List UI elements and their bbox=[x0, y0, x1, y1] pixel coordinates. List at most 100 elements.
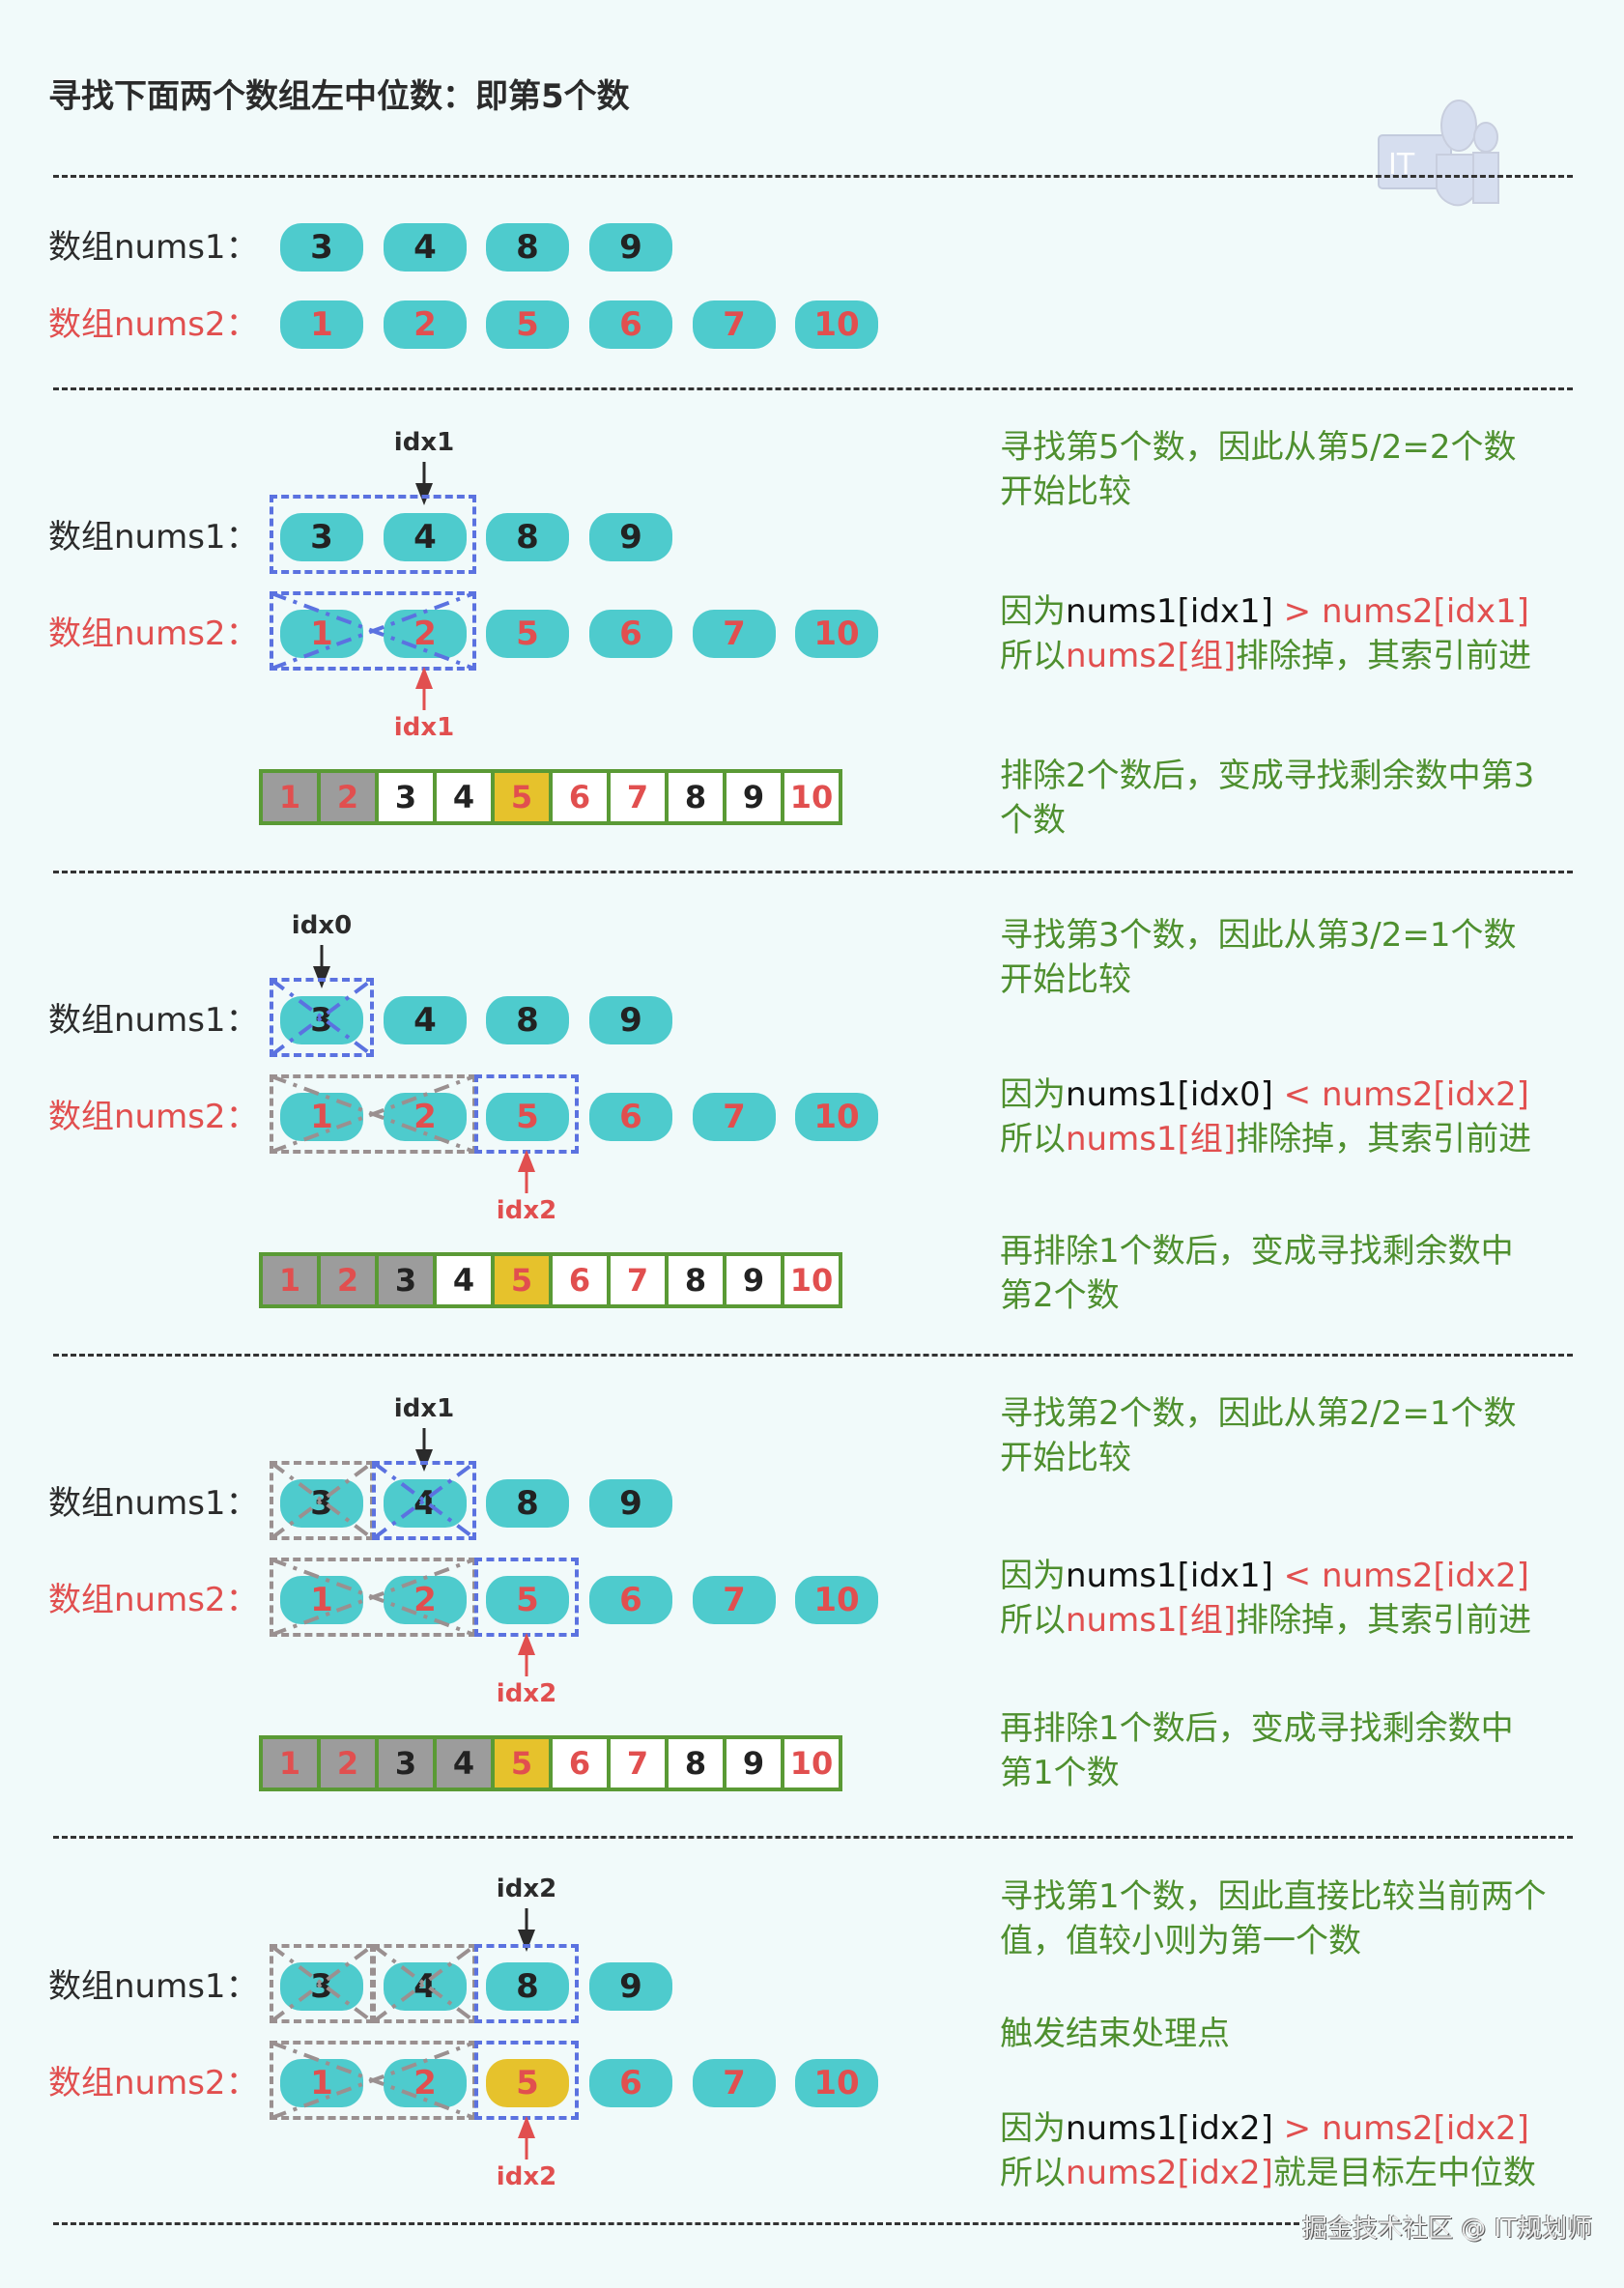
nums1-element: 9 bbox=[589, 996, 672, 1044]
nums2-label: 数组nums2： bbox=[48, 305, 259, 344]
merged-cell: 2 bbox=[321, 1256, 375, 1304]
merged-strip: 1 2 3 4 5 6 7 8 9 10 bbox=[259, 1252, 842, 1308]
nums1-element: 4 bbox=[384, 223, 467, 272]
merged-cell: 1 bbox=[263, 1739, 317, 1788]
merged-cell: 2 bbox=[321, 1739, 375, 1788]
merged-cell: 8 bbox=[669, 1256, 723, 1304]
step-note-compare: 因为nums1[idx2] > nums2[idx2] 所以nums2[idx2… bbox=[1000, 2109, 1536, 2192]
merged-cell: 3 bbox=[379, 1739, 433, 1788]
nums2-label: 数组nums2： bbox=[48, 1098, 259, 1136]
pointer-label: idx2 bbox=[496, 2162, 557, 2191]
nums2-element: 7 bbox=[693, 2059, 776, 2107]
nums1-element: 3 bbox=[280, 513, 363, 561]
merged-cell: 3 bbox=[379, 1256, 433, 1304]
pointer-label: idx1 bbox=[393, 428, 455, 457]
down-arrow-icon bbox=[313, 945, 330, 988]
merged-cell: 1 bbox=[263, 1256, 317, 1304]
cross-out-icon bbox=[270, 1944, 374, 2023]
section-divider bbox=[53, 1836, 1573, 1839]
merged-cell: 9 bbox=[727, 773, 781, 821]
step-note-find: 寻找第5个数，因此从第5/2=2个数开始比较 bbox=[1000, 428, 1517, 511]
cross-out-icon bbox=[271, 591, 475, 671]
nums2-element: 6 bbox=[589, 2059, 672, 2107]
nums1-element: 3 bbox=[280, 223, 363, 272]
merged-cell: 7 bbox=[611, 1256, 665, 1304]
nums2-element: 10 bbox=[795, 610, 878, 658]
nums2-element: 7 bbox=[693, 610, 776, 658]
nums2-element: 6 bbox=[589, 610, 672, 658]
nums2-element: 2 bbox=[384, 300, 467, 349]
down-arrow-icon bbox=[415, 462, 433, 505]
step-note-trigger: 触发结束处理点 bbox=[1000, 2015, 1230, 2053]
compare-box bbox=[270, 495, 476, 574]
section-divider bbox=[53, 2222, 1299, 2225]
compare-box bbox=[474, 1558, 579, 1637]
nums2-element: 10 bbox=[795, 2059, 878, 2107]
section-divider bbox=[53, 175, 1573, 178]
nums2-element: 1 bbox=[280, 2059, 363, 2107]
step-note-compare: 因为nums1[idx1] < nums2[idx2] 所以nums1[组]排除… bbox=[1000, 1557, 1532, 1640]
cross-out-icon bbox=[372, 1944, 476, 2023]
pointer-label: idx2 bbox=[496, 1679, 557, 1708]
cross-out-icon bbox=[270, 1461, 374, 1540]
merged-cell: 9 bbox=[727, 1739, 781, 1788]
step-note-find: 寻找第1个数，因此直接比较当前两个值，值较小则为第一个数 bbox=[1000, 1877, 1547, 1960]
nums1-element: 8 bbox=[486, 513, 569, 561]
nums1-element: 8 bbox=[486, 223, 569, 272]
nums1-element: 4 bbox=[384, 996, 467, 1044]
nums2-element: 7 bbox=[693, 300, 776, 349]
nums2-element: 5 bbox=[486, 1093, 569, 1141]
merged-cell: 10 bbox=[784, 1739, 839, 1788]
pointer-label: idx2 bbox=[496, 1196, 557, 1225]
section-divider bbox=[53, 871, 1573, 873]
nums1-element: 3 bbox=[280, 1962, 363, 2011]
nums2-element: 5 bbox=[486, 610, 569, 658]
merged-cell: 4 bbox=[437, 1256, 491, 1304]
nums2-element: 5 bbox=[486, 300, 569, 349]
nums1-label: 数组nums1： bbox=[48, 1967, 259, 2006]
nums2-element: 10 bbox=[795, 1093, 878, 1141]
it-people-logo-icon: IT bbox=[1378, 100, 1499, 207]
excluded-box bbox=[270, 978, 374, 1057]
nums2-element: 1 bbox=[280, 1576, 363, 1624]
pointer-label: idx0 bbox=[291, 911, 353, 940]
step-note-compare: 因为nums1[idx1] > nums2[idx1] 所以nums2[组]排除… bbox=[1000, 592, 1532, 675]
merged-cell: 10 bbox=[784, 773, 839, 821]
cross-out-icon bbox=[271, 1558, 475, 1637]
step-note-find: 寻找第2个数，因此从第2/2=1个数开始比较 bbox=[1000, 1394, 1517, 1477]
nums2-element: 1 bbox=[280, 300, 363, 349]
step-note-compare: 因为nums1[idx0] < nums2[idx2] 所以nums1[组]排除… bbox=[1000, 1075, 1532, 1158]
nums2-label: 数组nums2： bbox=[48, 2064, 259, 2102]
excluded-box bbox=[372, 1461, 476, 1540]
nums2-element: 10 bbox=[795, 300, 878, 349]
watermark: 掘金技术社区 @ IT规划师 bbox=[1302, 2215, 1593, 2244]
nums1-label: 数组nums1： bbox=[48, 1001, 259, 1040]
cross-out-icon bbox=[271, 2041, 475, 2120]
step-note-after: 再排除1个数后，变成寻找剩余数中第2个数 bbox=[1000, 1232, 1514, 1315]
nums2-label: 数组nums2： bbox=[48, 1581, 259, 1619]
step-note-after: 排除2个数后，变成寻找剩余数中第3个数 bbox=[1000, 757, 1535, 840]
nums1-label: 数组nums1： bbox=[48, 518, 259, 557]
nums2-label: 数组nums2： bbox=[48, 615, 259, 653]
excluded-box bbox=[270, 591, 476, 671]
merged-cell: 6 bbox=[553, 773, 607, 821]
merged-cell: 8 bbox=[669, 773, 723, 821]
nums1-element: 4 bbox=[384, 513, 467, 561]
merged-cell: 8 bbox=[669, 1739, 723, 1788]
merged-cell: 7 bbox=[611, 1739, 665, 1788]
merged-cell: 9 bbox=[727, 1256, 781, 1304]
merged-cell: 7 bbox=[611, 773, 665, 821]
merged-cell: 6 bbox=[553, 1739, 607, 1788]
nums1-element: 9 bbox=[589, 513, 672, 561]
section-divider bbox=[53, 387, 1573, 390]
merged-cell: 6 bbox=[553, 1256, 607, 1304]
nums1-element: 8 bbox=[486, 996, 569, 1044]
merged-cell: 4 bbox=[437, 1739, 491, 1788]
nums1-label: 数组nums1： bbox=[48, 1484, 259, 1523]
nums2-element: 6 bbox=[589, 1576, 672, 1624]
nums1-element: 4 bbox=[384, 1479, 467, 1528]
merged-cell-target: 5 bbox=[495, 773, 549, 821]
nums1-element: 9 bbox=[589, 1962, 672, 2011]
nums2-element: 1 bbox=[280, 610, 363, 658]
merged-cell: 3 bbox=[379, 773, 433, 821]
